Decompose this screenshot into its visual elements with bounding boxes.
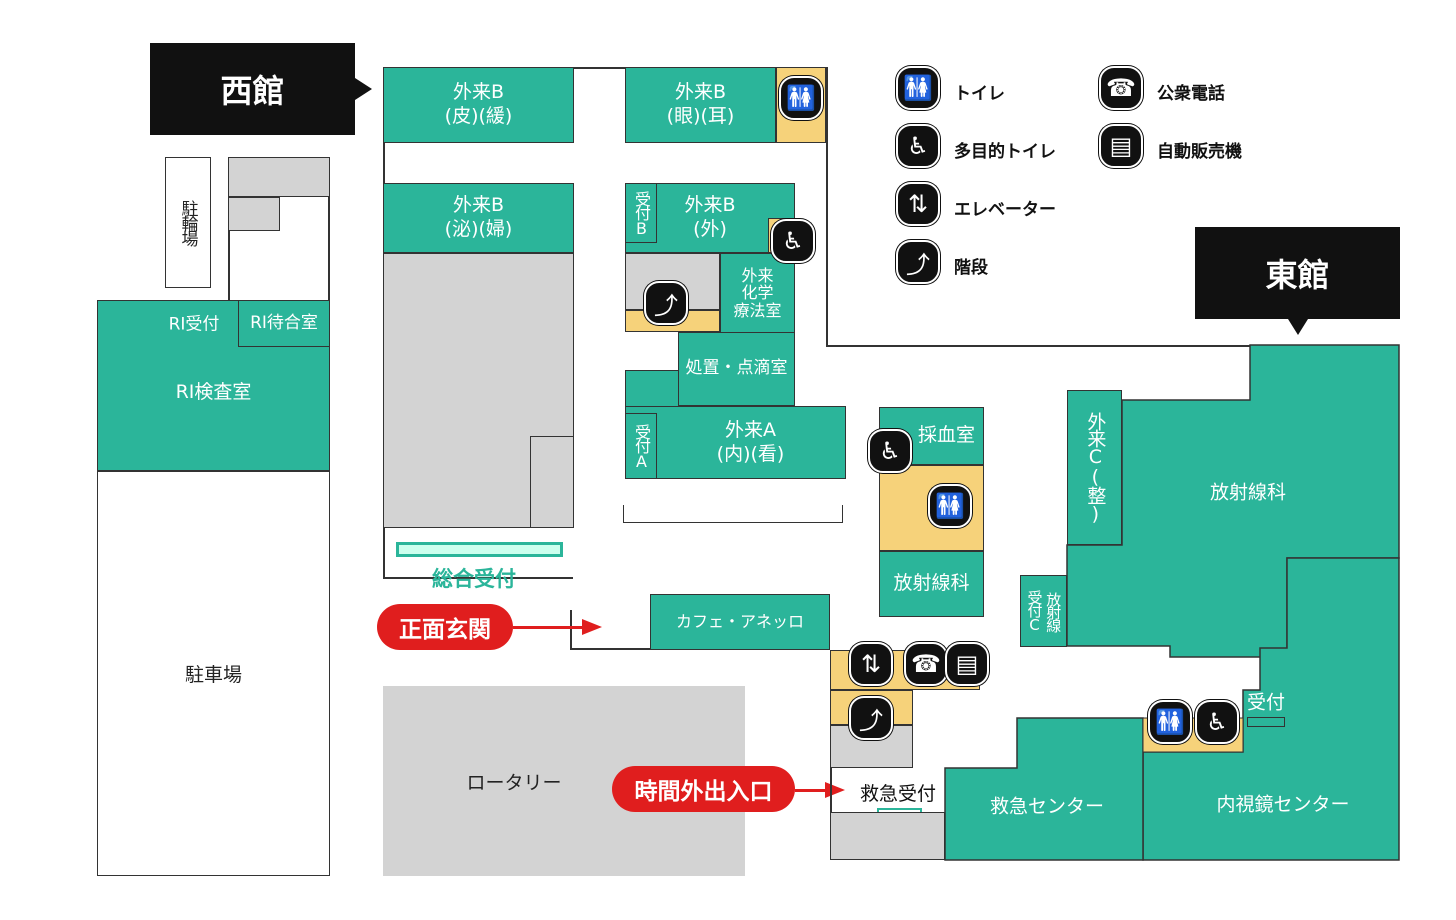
toilet-icon: 🚻 (779, 76, 823, 120)
main-entrance-badge: 正面玄関 (377, 604, 513, 650)
rotary-label: ロータリー (466, 771, 562, 794)
vending-machine-icon: ▤ (1099, 124, 1143, 168)
treatment-room: 処置・点滴室 (678, 332, 795, 406)
utility-area (228, 197, 280, 231)
legend-accessible-toilet-label: 多目的トイレ (954, 142, 1056, 162)
outpatient-a-ext (625, 370, 685, 410)
outpatient-b-derm: 外来B (皮)(緩) (383, 67, 574, 143)
reception-label: 受付 (1246, 691, 1286, 714)
main-reception-label: 総合受付 (432, 567, 516, 591)
reception-b: 受付B (625, 183, 657, 243)
ri-reception: RI受付 (168, 314, 220, 335)
accessible-toilet-icon: ♿ (771, 219, 815, 263)
ri-waiting-room: RI待合室 (238, 300, 330, 347)
elevator-icon: ⇅ (896, 182, 940, 226)
outpatient-b-eye: 外来B (眼)(耳) (625, 67, 776, 143)
toilet-icon: 🚻 (928, 484, 972, 528)
endoscopy-label: 内視鏡センター (1216, 793, 1350, 816)
legend-phone-label: 公衆電話 (1157, 84, 1225, 104)
blood-draw-room: 採血室 (879, 407, 984, 465)
er-center-area (944, 717, 1144, 861)
parking-lot: 駐車場 (97, 471, 330, 876)
stairs-icon: ⤴ (849, 696, 893, 740)
phone-icon: ☎ (904, 642, 948, 686)
gray-area (530, 436, 574, 528)
toilet-icon: 🚻 (896, 66, 940, 110)
phone-icon: ☎ (1099, 66, 1143, 110)
after-hours-entrance-badge: 時間外出入口 (612, 766, 795, 812)
accessible-toilet-icon: ♿ (896, 124, 940, 168)
radiology-west: 放射線科 (879, 551, 984, 617)
pointer-arrow (1288, 319, 1308, 335)
accessible-toilet-icon: ♿ (1195, 700, 1239, 744)
bench (623, 505, 843, 523)
reception-c-label: 受付C (1025, 590, 1044, 632)
arrow-icon (582, 619, 602, 635)
ri-exam-label: RI検査室 (175, 381, 252, 403)
reception-a: 受付A (625, 413, 657, 479)
cafe-anello: カフェ・アネッロ (650, 594, 830, 650)
outpatient-c: 外来C(整) (1067, 390, 1122, 545)
radiology-c-label: 放射線 (1044, 591, 1063, 631)
gray-area (830, 812, 945, 860)
legend-vending-label: 自動販売機 (1157, 142, 1242, 162)
toilet-icon: 🚻 (1148, 700, 1192, 744)
stairs-icon: ⤴ (896, 240, 940, 284)
stair-area (228, 157, 330, 197)
pointer-arrow (355, 78, 372, 100)
radiology-east-label: 放射線科 (1209, 481, 1287, 504)
er-reception-label: 救急受付 (860, 783, 937, 805)
reception-counter (1247, 717, 1285, 727)
outpatient-a: 外来A (内)(看) (625, 406, 846, 479)
vending-machine-icon: ▤ (945, 642, 989, 686)
east-building-label: 東館 (1195, 227, 1400, 319)
legend-elevator-label: エレベーター (954, 200, 1056, 220)
stairs-icon: ⤴ (644, 281, 688, 325)
outpatient-b-uro: 外来B (泌)(婦) (383, 183, 574, 253)
accessible-toilet-icon: ♿ (868, 429, 912, 473)
elevator-icon: ⇅ (849, 642, 893, 686)
er-center-label: 救急センター (989, 795, 1105, 818)
legend-stairs-label: 階段 (954, 258, 988, 278)
west-building-label: 西館 (150, 43, 355, 135)
legend-toilet-label: トイレ (954, 84, 1005, 104)
bicycle-parking: 駐輪場 (165, 157, 211, 288)
main-reception-counter (396, 542, 563, 557)
